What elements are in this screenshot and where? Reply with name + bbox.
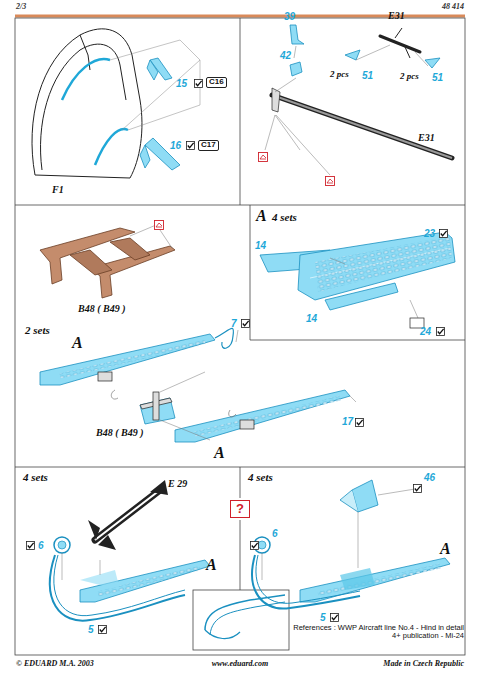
callout-number: 16 xyxy=(170,140,181,151)
quantity-note: 2 pcs xyxy=(330,70,349,80)
kit-number: 48 414 xyxy=(442,3,464,12)
part-name: B48 ( B49 ) xyxy=(96,427,144,438)
callout-number: 5 xyxy=(320,612,326,623)
question-mark: ? xyxy=(230,500,250,518)
assembly-letter: A xyxy=(72,334,83,352)
references-note: References : WWP Aircraft line No.4 - Hi… xyxy=(292,624,464,641)
part-name: E31 xyxy=(418,132,435,143)
panel: A 4 sets xyxy=(250,205,465,340)
copyright: © EDUARD M.A. 2003 xyxy=(16,660,94,669)
set-count: 4 sets xyxy=(248,471,273,483)
assembly-letter: A xyxy=(214,444,225,462)
assembly-letter: A xyxy=(440,540,451,558)
callout-number: 14 xyxy=(255,240,266,251)
part-reference: C17 xyxy=(198,140,219,151)
set-letter: A xyxy=(256,207,267,225)
callout-number: 23 xyxy=(424,228,435,239)
part-reference: C16 xyxy=(206,77,227,88)
part-name: E 29 xyxy=(168,478,187,489)
callout-number: 5 xyxy=(88,624,94,635)
callout-number: 24 xyxy=(420,326,431,337)
callout-number: 39 xyxy=(284,11,295,22)
website: www.eduard.com xyxy=(212,660,269,669)
callout-number: 46 xyxy=(424,472,435,483)
page-number: 2/3 xyxy=(16,3,26,12)
callout-number: 17 xyxy=(342,416,353,427)
callout-number: 42 xyxy=(280,50,291,61)
callout-number: 6 xyxy=(38,540,44,551)
callout-number: 15 xyxy=(176,78,187,89)
set-count: 4 sets xyxy=(272,211,297,223)
origin-note: Made in Czech Republic xyxy=(383,660,464,669)
assembly-letter: A xyxy=(206,556,217,574)
part-name: F1 xyxy=(52,184,64,195)
callout-number: 51 xyxy=(432,72,443,83)
panel: 4 sets xyxy=(240,467,465,587)
callout-number: 14 xyxy=(306,313,317,324)
callout-number: 7 xyxy=(231,318,237,329)
set-count: 2 sets xyxy=(25,324,50,336)
part-name: B48 ( B49 ) xyxy=(78,303,126,314)
quantity-note: 2 pcs xyxy=(400,72,419,82)
part-name: E31 xyxy=(388,10,405,21)
callout-number: 51 xyxy=(362,70,373,81)
callout-number: 6 xyxy=(272,528,278,539)
set-count: 4 sets xyxy=(23,471,48,483)
